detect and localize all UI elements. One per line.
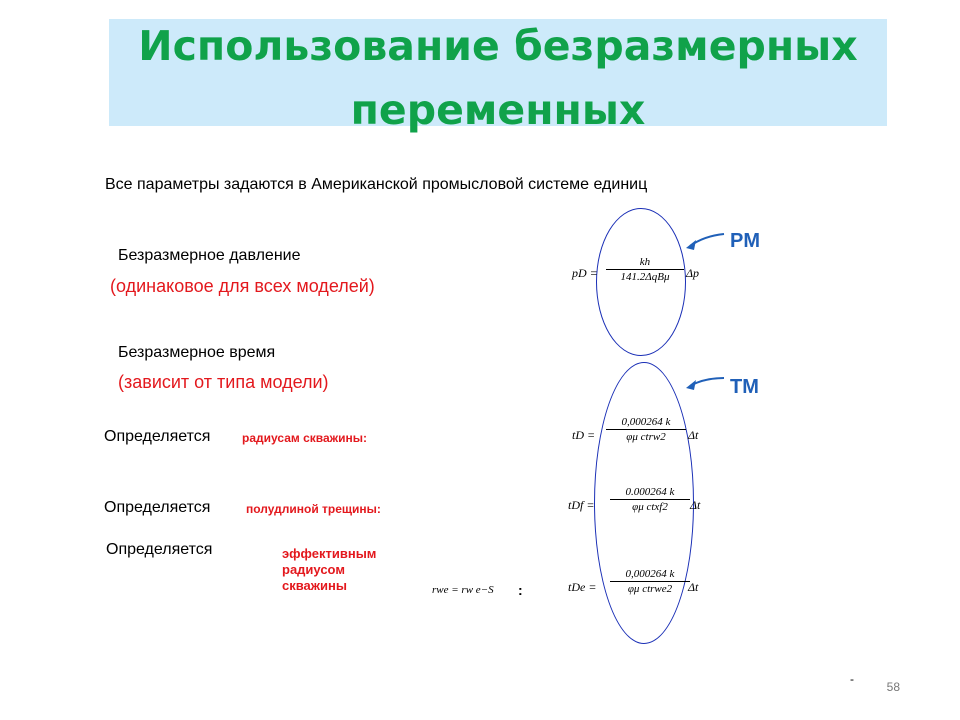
tde-num: 0,000264 k — [625, 568, 675, 580]
row2-prefix: Определяется — [104, 499, 211, 516]
td-num: 0,000264 k — [621, 416, 671, 428]
row3-prefix: Определяется — [106, 541, 213, 558]
pm-arrow-icon — [686, 233, 725, 250]
tde-den: φμ ctrwe2 — [627, 583, 673, 595]
pd-num: kh — [639, 256, 651, 268]
rwe-colon: : — [518, 582, 523, 598]
tm-label: TM — [730, 376, 759, 398]
tde-lhs: tDe = — [568, 580, 597, 594]
row1-prefix: Определяется — [104, 428, 211, 445]
pd-lhs: pD = — [572, 266, 598, 280]
tdf-den: φμ ctxf2 — [632, 501, 668, 513]
time-label: Безразмерное время — [118, 344, 276, 361]
title-banner — [109, 19, 887, 126]
row3-by-line2: радиусом — [282, 562, 345, 577]
title-line-2: переменных — [350, 86, 646, 134]
pm-label: PM — [730, 230, 760, 252]
pd-rhs: Δp — [686, 266, 700, 280]
row3-by: эффективным радиусом скважины — [282, 546, 376, 594]
intro-text: Все параметры задаются в Американской пр… — [105, 176, 648, 193]
tm-ellipse — [594, 362, 694, 644]
pm-ellipse — [596, 208, 686, 356]
dash-mark: - — [850, 672, 854, 686]
title-line-1: Использование безразмерных — [138, 22, 858, 70]
tdf-rhs: Δt — [690, 498, 701, 512]
tdf-num: 0.000264 k — [625, 486, 675, 498]
row3-by-line3: скважины — [282, 578, 347, 593]
td-den: φμ ctrw2 — [626, 431, 666, 443]
pressure-note: (одинаковое для всех моделей) — [110, 276, 375, 296]
td-rhs: Δt — [688, 428, 699, 442]
td-lhs: tD = — [572, 428, 596, 442]
pressure-label: Безразмерное давление — [118, 247, 301, 264]
tdf-fraction: 0.000264 k φμ ctxf2 — [610, 486, 690, 513]
tm-arrow-icon — [686, 377, 725, 390]
rwe-formula: rwe = rw e−S — [432, 584, 494, 596]
time-note: (зависит от типа модели) — [118, 372, 329, 392]
row1-by: радиусам скважины: — [242, 431, 368, 445]
pd-fraction: kh 141.2ΔqBμ — [606, 256, 684, 283]
tdf-lhs: tDf = — [568, 498, 595, 512]
tde-fraction: 0,000264 k φμ ctrwe2 — [610, 568, 690, 595]
row2-by: полудлиной трещины: — [246, 502, 381, 516]
page-number: 58 — [886, 680, 900, 694]
tde-rhs: Δt — [688, 580, 699, 594]
td-fraction: 0,000264 k φμ ctrw2 — [606, 416, 686, 443]
pd-den: 141.2ΔqBμ — [620, 271, 670, 283]
row3-by-line1: эффективным — [282, 546, 377, 561]
